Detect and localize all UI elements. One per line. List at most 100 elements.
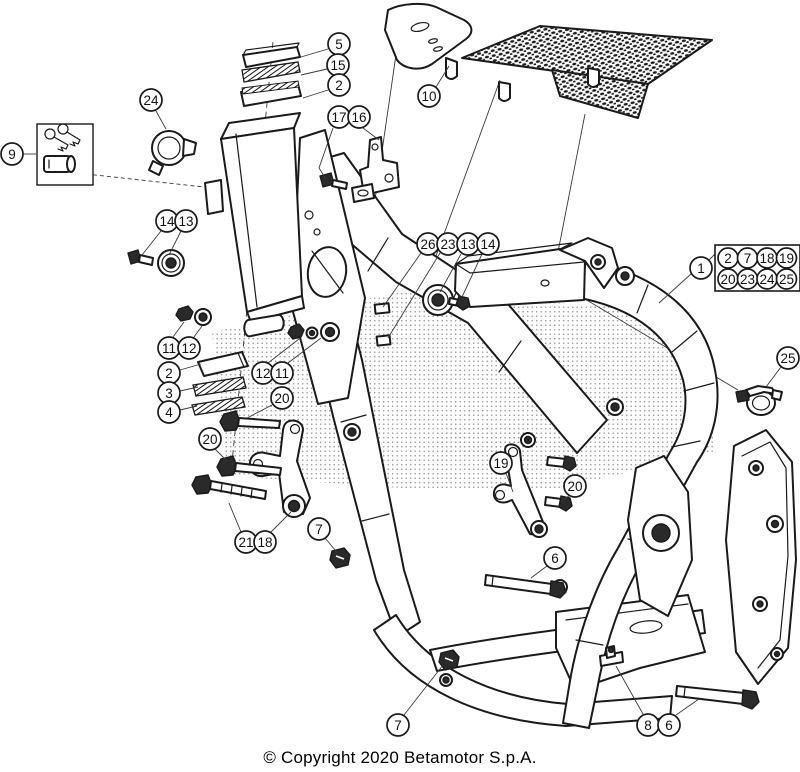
callout-bubble[interactable] — [775, 247, 798, 269]
callout-11[interactable]: 11 — [270, 361, 294, 385]
callout-number: 19 — [493, 456, 508, 471]
callout-number: 24 — [759, 272, 775, 287]
clamp-24-part — [148, 130, 197, 176]
callout-15[interactable]: 15 — [326, 53, 350, 77]
callout-bubble[interactable] — [476, 232, 500, 256]
callout-bubble[interactable] — [327, 73, 351, 97]
pad-parts-2-3-4 — [191, 351, 249, 416]
callout-number: 18 — [257, 535, 272, 550]
callout-10[interactable]: 10 — [417, 84, 441, 108]
bracket-16-part — [319, 136, 400, 203]
callout-14[interactable]: 14 — [476, 232, 500, 256]
callout-2[interactable]: 2 — [327, 73, 351, 97]
callout-bubble[interactable] — [347, 105, 371, 129]
callout-20[interactable]: 20 — [563, 474, 587, 498]
callout-number: 15 — [330, 58, 345, 73]
callout-8[interactable]: 8 — [636, 713, 660, 737]
callout-number: 6 — [665, 718, 673, 733]
callout-bubble[interactable] — [417, 84, 441, 108]
callout-bubble[interactable] — [198, 427, 222, 451]
copyright-text: © Copyright 2020 Betamotor S.p.A. — [263, 748, 537, 767]
bolt-20a-part — [219, 410, 281, 432]
callout-bubble[interactable] — [139, 88, 163, 112]
callout-bubble[interactable] — [657, 713, 681, 737]
callout-number: 7 — [744, 251, 752, 266]
callout-26[interactable]: 26 — [416, 232, 440, 256]
callout-number: 25 — [779, 272, 794, 287]
callout-19[interactable]: 19 — [775, 247, 798, 269]
callout-bubble[interactable] — [307, 517, 331, 541]
callout-number: 7 — [315, 522, 323, 537]
callout-number: 20 — [202, 432, 217, 447]
callout-number: 5 — [335, 37, 343, 52]
callout-bubble[interactable] — [174, 209, 198, 233]
callout-13[interactable]: 13 — [456, 232, 480, 256]
callout-17[interactable]: 17 — [327, 105, 351, 129]
callout-bubble[interactable] — [253, 530, 277, 554]
callout-number: 18 — [759, 251, 774, 266]
callout-number: 9 — [8, 147, 16, 162]
callout-2[interactable]: 2 — [717, 247, 739, 269]
callout-4[interactable]: 4 — [157, 400, 181, 424]
callout-bubble[interactable] — [776, 346, 800, 370]
callout-number: 16 — [351, 110, 366, 125]
callout-bubble[interactable] — [689, 256, 713, 280]
callout-number: 14 — [480, 237, 496, 252]
callout-bubble[interactable] — [270, 386, 294, 410]
callout-number: 2 — [165, 366, 173, 381]
callout-number: 2 — [724, 251, 732, 266]
callout-6[interactable]: 6 — [543, 546, 567, 570]
callout-number: 13 — [460, 237, 475, 252]
callout-number: 11 — [162, 341, 176, 356]
callout-16[interactable]: 16 — [347, 105, 371, 129]
callout-12[interactable]: 12 — [177, 336, 201, 360]
callout-bubble[interactable] — [157, 400, 181, 424]
callout-number: 20 — [567, 479, 582, 494]
callout-20[interactable]: 20 — [198, 427, 222, 451]
callout-7[interactable]: 7 — [386, 713, 410, 737]
callout-bubble[interactable] — [563, 474, 587, 498]
callout-24[interactable]: 24 — [756, 268, 778, 290]
callout-number: 13 — [178, 214, 193, 229]
callout-number: 26 — [420, 237, 435, 252]
nut-7a-part — [329, 547, 351, 569]
callout-bubble[interactable] — [177, 336, 201, 360]
callout-25[interactable]: 25 — [775, 268, 798, 290]
callout-7[interactable]: 7 — [736, 247, 759, 269]
callout-23[interactable]: 23 — [736, 268, 759, 290]
callout-25[interactable]: 25 — [776, 346, 800, 370]
callout-24[interactable]: 24 — [139, 88, 163, 112]
callout-bubble[interactable] — [0, 142, 24, 166]
callout-number: 3 — [165, 386, 173, 401]
callout-number: 20 — [720, 272, 735, 287]
callout-7[interactable]: 7 — [307, 517, 331, 541]
callout-number: 24 — [143, 93, 159, 108]
callout-13[interactable]: 13 — [174, 209, 198, 233]
callout-bubble[interactable] — [489, 451, 513, 475]
callout-bubble[interactable] — [270, 361, 294, 385]
callout-20[interactable]: 20 — [717, 268, 739, 290]
callout-5[interactable]: 5 — [327, 32, 351, 56]
callout-1[interactable]: 1 — [689, 256, 713, 280]
bolts-20c-part — [544, 455, 577, 512]
callout-number: 23 — [440, 237, 455, 252]
callout-number: 21 — [238, 535, 253, 550]
callout-9[interactable]: 9 — [0, 142, 24, 166]
callout-18[interactable]: 18 — [253, 530, 277, 554]
callout-14[interactable]: 14 — [155, 209, 179, 233]
callout-2[interactable]: 2 — [157, 361, 181, 385]
footrest-part — [384, 2, 713, 119]
callout-number: 23 — [740, 272, 755, 287]
callout-number: 7 — [394, 718, 402, 733]
callout-bubble[interactable] — [543, 546, 567, 570]
callout-11[interactable]: 11 — [157, 336, 181, 360]
callout-23[interactable]: 23 — [436, 232, 460, 256]
callout-bubble[interactable] — [386, 713, 410, 737]
callout-6[interactable]: 6 — [657, 713, 681, 737]
callout-bubble[interactable] — [775, 268, 798, 290]
callout-18[interactable]: 18 — [756, 247, 778, 269]
callout-20[interactable]: 20 — [270, 386, 294, 410]
callout-19[interactable]: 19 — [489, 451, 513, 475]
